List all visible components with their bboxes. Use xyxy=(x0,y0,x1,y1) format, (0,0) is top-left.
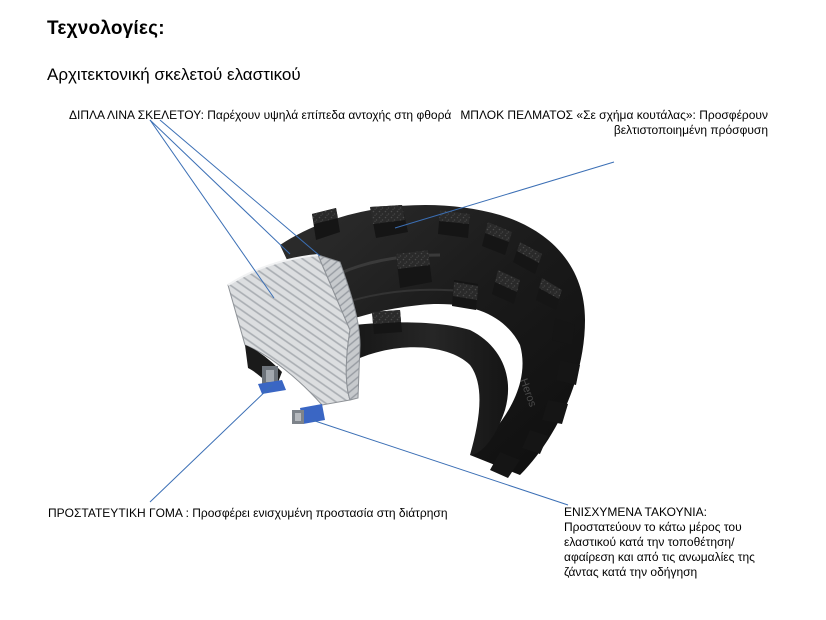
tread-block xyxy=(312,208,340,240)
tread-block xyxy=(482,222,512,255)
leader-line-tread xyxy=(394,161,615,229)
tread-block xyxy=(370,205,408,238)
callout-tread-blocks: ΜΠΛΟΚ ΠΕΛΜΑΤΟΣ «Σε σχήμα κουτάλας»: Προσ… xyxy=(460,108,768,137)
page-title: Τεχνολογίες: xyxy=(47,18,165,39)
tread-block xyxy=(490,452,520,478)
tread-block xyxy=(372,310,402,334)
leader-line-heels xyxy=(311,419,569,506)
tread-block xyxy=(513,242,542,274)
reinforced-heel-strip xyxy=(300,404,325,424)
tread-block xyxy=(542,400,568,424)
tread-block xyxy=(396,250,432,288)
protective-rubber-strip xyxy=(258,380,286,394)
carcass-plies xyxy=(227,254,361,406)
leader-line-carcass-2 xyxy=(149,119,275,299)
tread-block xyxy=(536,278,562,310)
callout-reinforced-heels: ΕΝΙΣΧΥΜΕΝΑ ΤΑΚΟΥΝΙΑ: Προστατεύουν το κάτ… xyxy=(564,505,755,579)
bead-area xyxy=(245,345,325,424)
tread-blocks xyxy=(312,205,580,478)
tread-block xyxy=(452,280,478,310)
leader-line-carcass-1 xyxy=(149,119,291,255)
tread-block xyxy=(556,360,580,385)
leader-line-protective xyxy=(149,384,273,503)
tread-block xyxy=(552,318,575,345)
tread-block xyxy=(438,210,470,238)
diagram-subtitle: Αρχιτεκτονική σκελετού ελαστικού xyxy=(47,65,301,84)
tread-block xyxy=(492,270,520,304)
callout-protective-rubber: ΠΡΟΣΤΑΤΕΥΤΙΚΗ ΓΟΜΑ : Προσφέρει ενισχυμέν… xyxy=(48,506,448,520)
callout-carcass-ply: ΔΙΠΛΑ ΛΙΝΑ ΣΚΕΛΕΤΟΥ: Παρέχουν υψηλά επίπ… xyxy=(69,108,452,122)
leader-line-carcass-3 xyxy=(159,119,321,257)
tread-block xyxy=(522,430,548,454)
leader-lines xyxy=(149,119,615,506)
